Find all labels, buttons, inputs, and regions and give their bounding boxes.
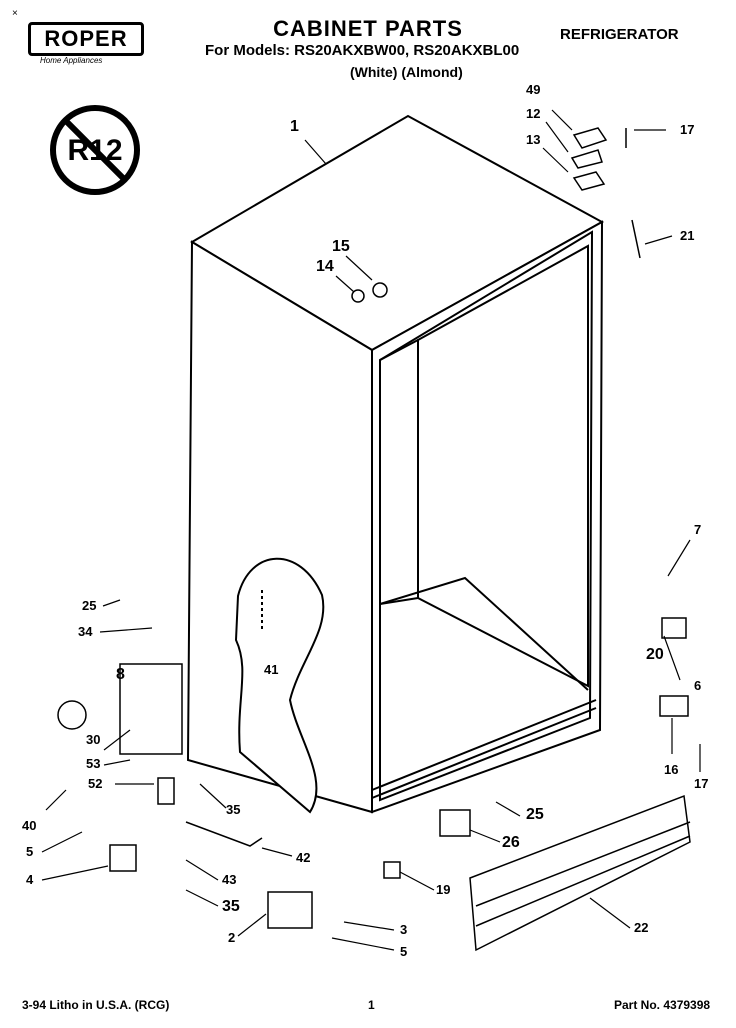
footer-litho: 3-94 Litho in U.S.A. (RCG) bbox=[22, 998, 170, 1012]
callout-21: 21 bbox=[680, 228, 695, 243]
callout-19: 19 bbox=[436, 882, 451, 897]
small-parts bbox=[57, 617, 691, 952]
callout-17-right: 17 bbox=[694, 776, 709, 791]
callout-42: 42 bbox=[296, 850, 311, 865]
callout-35-bottom: 35 bbox=[222, 898, 240, 915]
callout-40: 40 bbox=[22, 818, 37, 833]
leader-lines bbox=[41, 109, 701, 951]
callout-12: 12 bbox=[526, 106, 541, 121]
top-hinge-parts bbox=[351, 127, 641, 303]
callout-5-left: 5 bbox=[26, 844, 34, 859]
callout-35-top: 35 bbox=[226, 802, 241, 817]
callout-41: 41 bbox=[264, 662, 279, 677]
colors-line: (White) (Almond) bbox=[350, 64, 463, 80]
callout-30: 30 bbox=[86, 732, 101, 747]
brand-logo: ROPER bbox=[28, 22, 144, 56]
models-line: For Models: RS20AKXBW00, RS20AKXBL00 bbox=[205, 42, 520, 59]
callout-6: 6 bbox=[694, 678, 702, 693]
callout-1: 1 bbox=[290, 118, 299, 135]
callout-49: 49 bbox=[526, 82, 541, 97]
callout-20: 20 bbox=[646, 646, 664, 663]
callout-8: 8 bbox=[116, 666, 125, 683]
callout-14: 14 bbox=[316, 258, 334, 275]
callout-3: 3 bbox=[400, 922, 408, 937]
callout-34: 34 bbox=[78, 624, 93, 639]
callout-26: 26 bbox=[502, 834, 520, 851]
cabinet bbox=[186, 114, 605, 814]
brand-tagline: Home Appliances bbox=[40, 56, 103, 65]
appliance-category: REFRIGERATOR bbox=[560, 26, 679, 43]
callout-25-left: 25 bbox=[82, 598, 97, 613]
page-title: CABINET PARTS bbox=[273, 16, 463, 41]
callout-4: 4 bbox=[26, 872, 34, 887]
callout-22: 22 bbox=[634, 920, 649, 935]
footer-page-number: 1 bbox=[368, 998, 375, 1012]
callout-2: 2 bbox=[228, 930, 236, 945]
callout-25-right: 25 bbox=[526, 806, 544, 823]
callout-43: 43 bbox=[222, 872, 237, 887]
callout-7: 7 bbox=[694, 522, 702, 537]
no-r12-symbol-icon: R12 bbox=[50, 105, 140, 195]
footer-part-number: Part No. 4379398 bbox=[614, 998, 711, 1012]
callout-16: 16 bbox=[664, 762, 679, 777]
callout-17-top: 17 bbox=[680, 122, 695, 137]
badge-text: R12 bbox=[67, 134, 122, 167]
corner-mark: × bbox=[12, 8, 18, 19]
callout-53: 53 bbox=[86, 756, 101, 771]
callout-13: 13 bbox=[526, 132, 541, 147]
callout-5-bottom: 5 bbox=[400, 944, 408, 959]
callout-15: 15 bbox=[332, 238, 350, 255]
callout-52: 52 bbox=[88, 776, 103, 791]
